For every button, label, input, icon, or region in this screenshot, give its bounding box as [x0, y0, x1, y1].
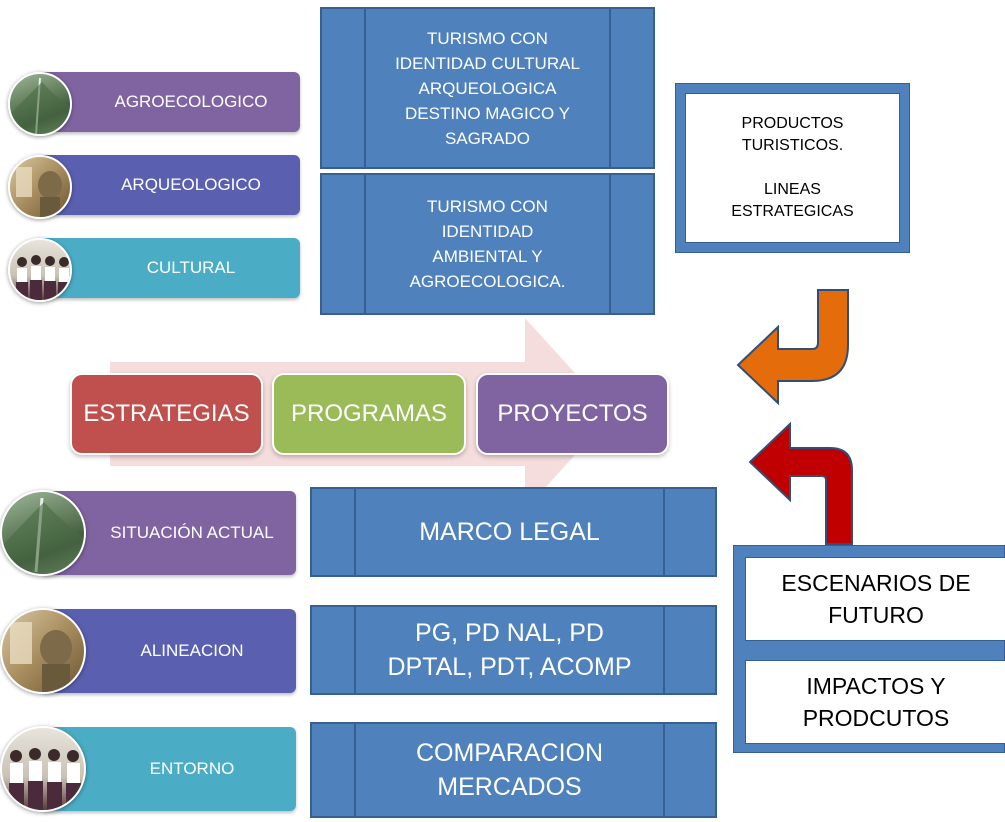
- mountain-waterfall-image: [8, 72, 72, 136]
- box-line: ESTRATEGICAS: [731, 203, 854, 220]
- box-line: SAGRADO: [444, 128, 530, 148]
- red-curved-arrow: [748, 421, 853, 545]
- box-line: ESCENARIOS DE: [781, 570, 971, 596]
- box-line: LINEAS: [764, 181, 821, 198]
- category-alineacion: ALINEACION: [44, 609, 296, 693]
- box-line: DPTAL, PDT, ACOMP: [387, 653, 632, 681]
- box-line: FUTURO: [828, 602, 924, 628]
- impactos-productos-box: IMPACTOS Y PRODCUTOS: [745, 660, 1005, 744]
- box-line: IDENTIDAD CULTURAL: [395, 53, 580, 73]
- comparacion-mercados-box: COMPARACION MERCADOS: [310, 722, 717, 818]
- category-arqueologico: ARQUEOLOGICO: [42, 155, 300, 215]
- people-group-image: [0, 726, 86, 812]
- category-label: CULTURAL: [146, 258, 236, 277]
- box-line: [731, 157, 853, 179]
- stage-programas: PROGRAMAS: [272, 373, 466, 455]
- turismo-cultural-box: TURISMO CON IDENTIDAD CULTURAL ARQUEOLOG…: [320, 7, 655, 169]
- turismo-ambiental-box: TURISMO CON IDENTIDAD AMBIENTAL Y AGROEC…: [320, 173, 655, 315]
- archaeological-statue-image: [8, 155, 72, 219]
- category-label: ENTORNO: [149, 759, 235, 778]
- box-line: PG, PD NAL, PD: [415, 619, 604, 647]
- marco-legal-box: MARCO LEGAL: [310, 487, 717, 577]
- box-line: AMBIENTAL Y: [432, 247, 543, 266]
- stage-estrategias: ESTRATEGIAS: [70, 373, 263, 455]
- stage-proyectos: PROYECTOS: [476, 373, 669, 455]
- box-line: DESTINO MAGICO Y: [404, 103, 570, 123]
- category-label: SITUACIÓN ACTUAL: [110, 523, 274, 542]
- box-line: AGROECOLOGICA.: [409, 272, 566, 291]
- orange-curved-arrow: [736, 289, 849, 406]
- box-line: IDENTIDAD: [441, 222, 534, 241]
- archaeological-statue-image: [0, 608, 86, 694]
- box-line: COMPARACION: [415, 739, 604, 767]
- mountain-waterfall-image: [0, 490, 86, 576]
- planes-alineacion-box: PG, PD NAL, PD DPTAL, PDT, ACOMP: [310, 605, 717, 695]
- box-line: PRODCUTOS: [802, 705, 950, 731]
- category-label: AGROECOLOGICO: [114, 92, 268, 111]
- people-group-image: [8, 238, 72, 302]
- stage-label: ESTRATEGIAS: [83, 400, 250, 427]
- box-line: IMPACTOS Y: [806, 673, 946, 699]
- box-line: MARCO LEGAL: [419, 518, 600, 546]
- box-line: TURISTICOS.: [741, 137, 844, 154]
- stage-label: PROGRAMAS: [290, 400, 448, 427]
- escenarios-de-futuro-box: ESCENARIOS DE FUTURO: [745, 557, 1005, 641]
- category-label: ARQUEOLOGICO: [121, 175, 261, 194]
- productos-turisticos-box: PRODUCTOS TURISTICOS. LINEAS ESTRATEGICA…: [675, 83, 910, 253]
- category-situacion-actual: SITUACIÓN ACTUAL: [44, 491, 296, 575]
- box-line: TURISMO CON: [427, 197, 548, 216]
- category-agroecologico: AGROECOLOGICO: [42, 72, 300, 132]
- category-label: ALINEACION: [140, 641, 244, 660]
- box-line: PRODUCTOS: [741, 115, 844, 132]
- stage-label: PROYECTOS: [497, 400, 648, 427]
- category-entorno: ENTORNO: [44, 727, 296, 811]
- box-line: ARQUEOLOGICA: [418, 78, 557, 98]
- box-line: MERCADOS: [437, 773, 582, 801]
- category-cultural: CULTURAL: [42, 238, 300, 298]
- box-line: TURISMO CON: [427, 28, 548, 48]
